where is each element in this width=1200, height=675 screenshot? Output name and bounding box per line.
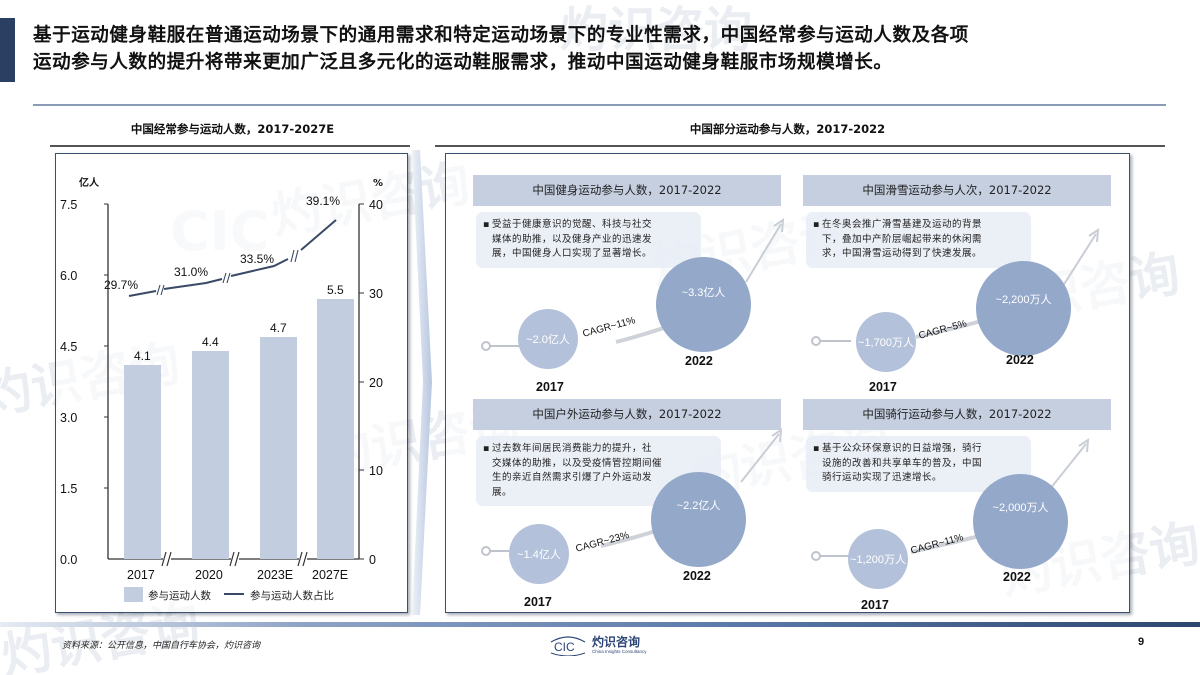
ski-panel-title: 中国滑雪运动参与人次，2017-2022 — [803, 175, 1111, 206]
line-break-marks — [156, 249, 299, 296]
title-divider — [33, 104, 1166, 106]
participation-bar-line-chart: 亿人 % 7.5 6.0 4.5 3.0 1.5 0.0 40 30 — [60, 176, 383, 602]
ski-description: ▪ 在冬奥会推广滑雪基建及运动的背景 下，叠加中产阶层崛起带来的休闲需 求，中国… — [806, 212, 1031, 268]
svg-text:0.0: 0.0 — [60, 553, 77, 567]
legend-bar-label: 参与运动人数 — [148, 589, 211, 602]
svg-text:39.1%: 39.1% — [306, 194, 340, 208]
fitness-panel-title: 中国健身运动参与人数，2017-2022 — [473, 175, 781, 206]
axis-break-marks — [161, 551, 308, 567]
svg-text:4.4: 4.4 — [202, 335, 219, 349]
outdoor-2022-bubble: ~2.2亿人 — [651, 472, 746, 567]
right-axis-ticks: 40 30 20 10 0 — [359, 198, 383, 567]
line-value-labels: 29.7% 31.0% 33.5% 39.1% — [104, 194, 340, 292]
svg-text:4.5: 4.5 — [60, 340, 77, 354]
outdoor-2017-bubble: ~1.4亿人 — [509, 524, 569, 584]
svg-text:1.5: 1.5 — [60, 482, 77, 496]
svg-text:5.5: 5.5 — [327, 283, 344, 297]
svg-text:40: 40 — [369, 198, 383, 212]
right-axis-unit: % — [373, 178, 383, 189]
cycling-2022-bubble: ~2,000万人 — [973, 474, 1068, 569]
left-section-title: 中国经常参与运动人数，2017-2027E — [130, 122, 335, 136]
outdoor-2022-label: 2022 — [683, 569, 711, 583]
svg-text:4.1: 4.1 — [134, 349, 151, 363]
svg-text:2027E: 2027E — [312, 568, 348, 582]
logo-chinese-name: 灼识咨询 — [592, 635, 641, 649]
ski-2017-bubble: ~1,700万人 — [856, 312, 916, 372]
page-title-line-1: 基于运动健身鞋服在普通运动场景下的通用需求和特定运动场景下的专业性需求，中国经常… — [33, 25, 969, 46]
ski-2022-label: 2022 — [1006, 353, 1034, 367]
fitness-2017-label: 2017 — [536, 380, 564, 394]
source-note: 资料来源：公开信息，中国自行车协会，灼识咨询 — [62, 641, 261, 651]
fitness-2022-label: 2022 — [685, 354, 713, 368]
right-section-rule — [435, 145, 1165, 147]
line-series — [128, 219, 337, 297]
svg-text:10: 10 — [369, 464, 383, 478]
bar-2017 — [124, 365, 161, 559]
svg-text:31.0%: 31.0% — [174, 265, 208, 279]
svg-text:CIC: CIC — [554, 640, 575, 654]
bar-value-labels: 4.1 4.4 4.7 5.5 — [134, 283, 344, 363]
legend-line-label: 参与运动人数占比 — [250, 589, 334, 602]
right-sports-panel: 中国健身运动参与人数，2017-2022 ▪ 受益于健康意识的觉醒、科技与社交 … — [445, 153, 1130, 613]
svg-text:2020: 2020 — [195, 568, 223, 582]
ski-2017-label: 2017 — [869, 380, 897, 394]
left-section-rule — [50, 145, 410, 147]
cycling-2017-bubble: ~1,200万人 — [848, 529, 908, 589]
page-title-line-2: 运动参与人数的提升将带来更加广泛且多元化的运动鞋服需求，推动中国运动健身鞋服市场… — [33, 52, 893, 73]
chart-legend: 参与运动人数 参与运动人数占比 — [124, 587, 334, 602]
bar-series — [124, 299, 354, 559]
fitness-description: ▪ 受益于健康意识的觉醒、科技与社交 媒体的助推，以及健身产业的迅速发 展，中国… — [476, 212, 701, 268]
ski-2022-bubble: ~2,200万人 — [976, 261, 1071, 356]
svg-text:2023E: 2023E — [257, 568, 293, 582]
svg-text:3.0: 3.0 — [60, 411, 77, 425]
svg-text:2017: 2017 — [127, 568, 155, 582]
footer-divider — [0, 622, 1200, 627]
logo-english-name: China Insights Consultancy — [592, 649, 647, 654]
bar-2020 — [192, 351, 229, 559]
bar-2027E — [317, 299, 354, 559]
accent-bar — [0, 18, 15, 82]
fitness-2017-bubble: ~2.0亿人 — [518, 309, 578, 369]
outdoor-2017-label: 2017 — [524, 595, 552, 609]
svg-text:33.5%: 33.5% — [240, 252, 274, 266]
fitness-2022-bubble: ~3.3亿人 — [656, 257, 751, 352]
svg-text:29.7%: 29.7% — [104, 278, 138, 292]
cycling-panel-title: 中国骑行运动参与人数，2017-2022 — [803, 399, 1111, 430]
left-chart-panel: 亿人 % 7.5 6.0 4.5 3.0 1.5 0.0 40 30 — [55, 153, 408, 613]
page-title: 基于运动健身鞋服在普通运动场景下的通用需求和特定运动场景下的专业性需求，中国经常… — [33, 22, 1173, 76]
cic-logo-icon: CIC — [550, 636, 586, 656]
bar-2023E — [260, 337, 297, 559]
cycling-2017-label: 2017 — [861, 598, 889, 612]
left-axis-ticks: 7.5 6.0 4.5 3.0 1.5 0.0 — [60, 198, 108, 567]
svg-text:6.0: 6.0 — [60, 269, 77, 283]
outdoor-panel-title: 中国户外运动参与人数，2017-2022 — [473, 399, 781, 430]
cycling-2022-label: 2022 — [1003, 570, 1031, 584]
left-axis-unit: 亿人 — [79, 176, 100, 189]
svg-text:20: 20 — [369, 376, 383, 390]
right-section-title: 中国部分运动参与人数，2017-2022 — [689, 122, 886, 136]
ski-growth-arrow — [811, 228, 1100, 346]
svg-text:7.5: 7.5 — [60, 198, 77, 212]
page-number: 9 — [1138, 636, 1145, 648]
svg-text:0: 0 — [369, 553, 376, 567]
company-logo: CIC 灼识咨询 China Insights Consultancy — [548, 634, 647, 656]
x-axis-labels: 2017 2020 2023E 2027E — [127, 568, 348, 582]
section-connector-chevron — [412, 150, 432, 615]
svg-text:30: 30 — [369, 287, 383, 301]
svg-text:4.7: 4.7 — [270, 321, 287, 335]
